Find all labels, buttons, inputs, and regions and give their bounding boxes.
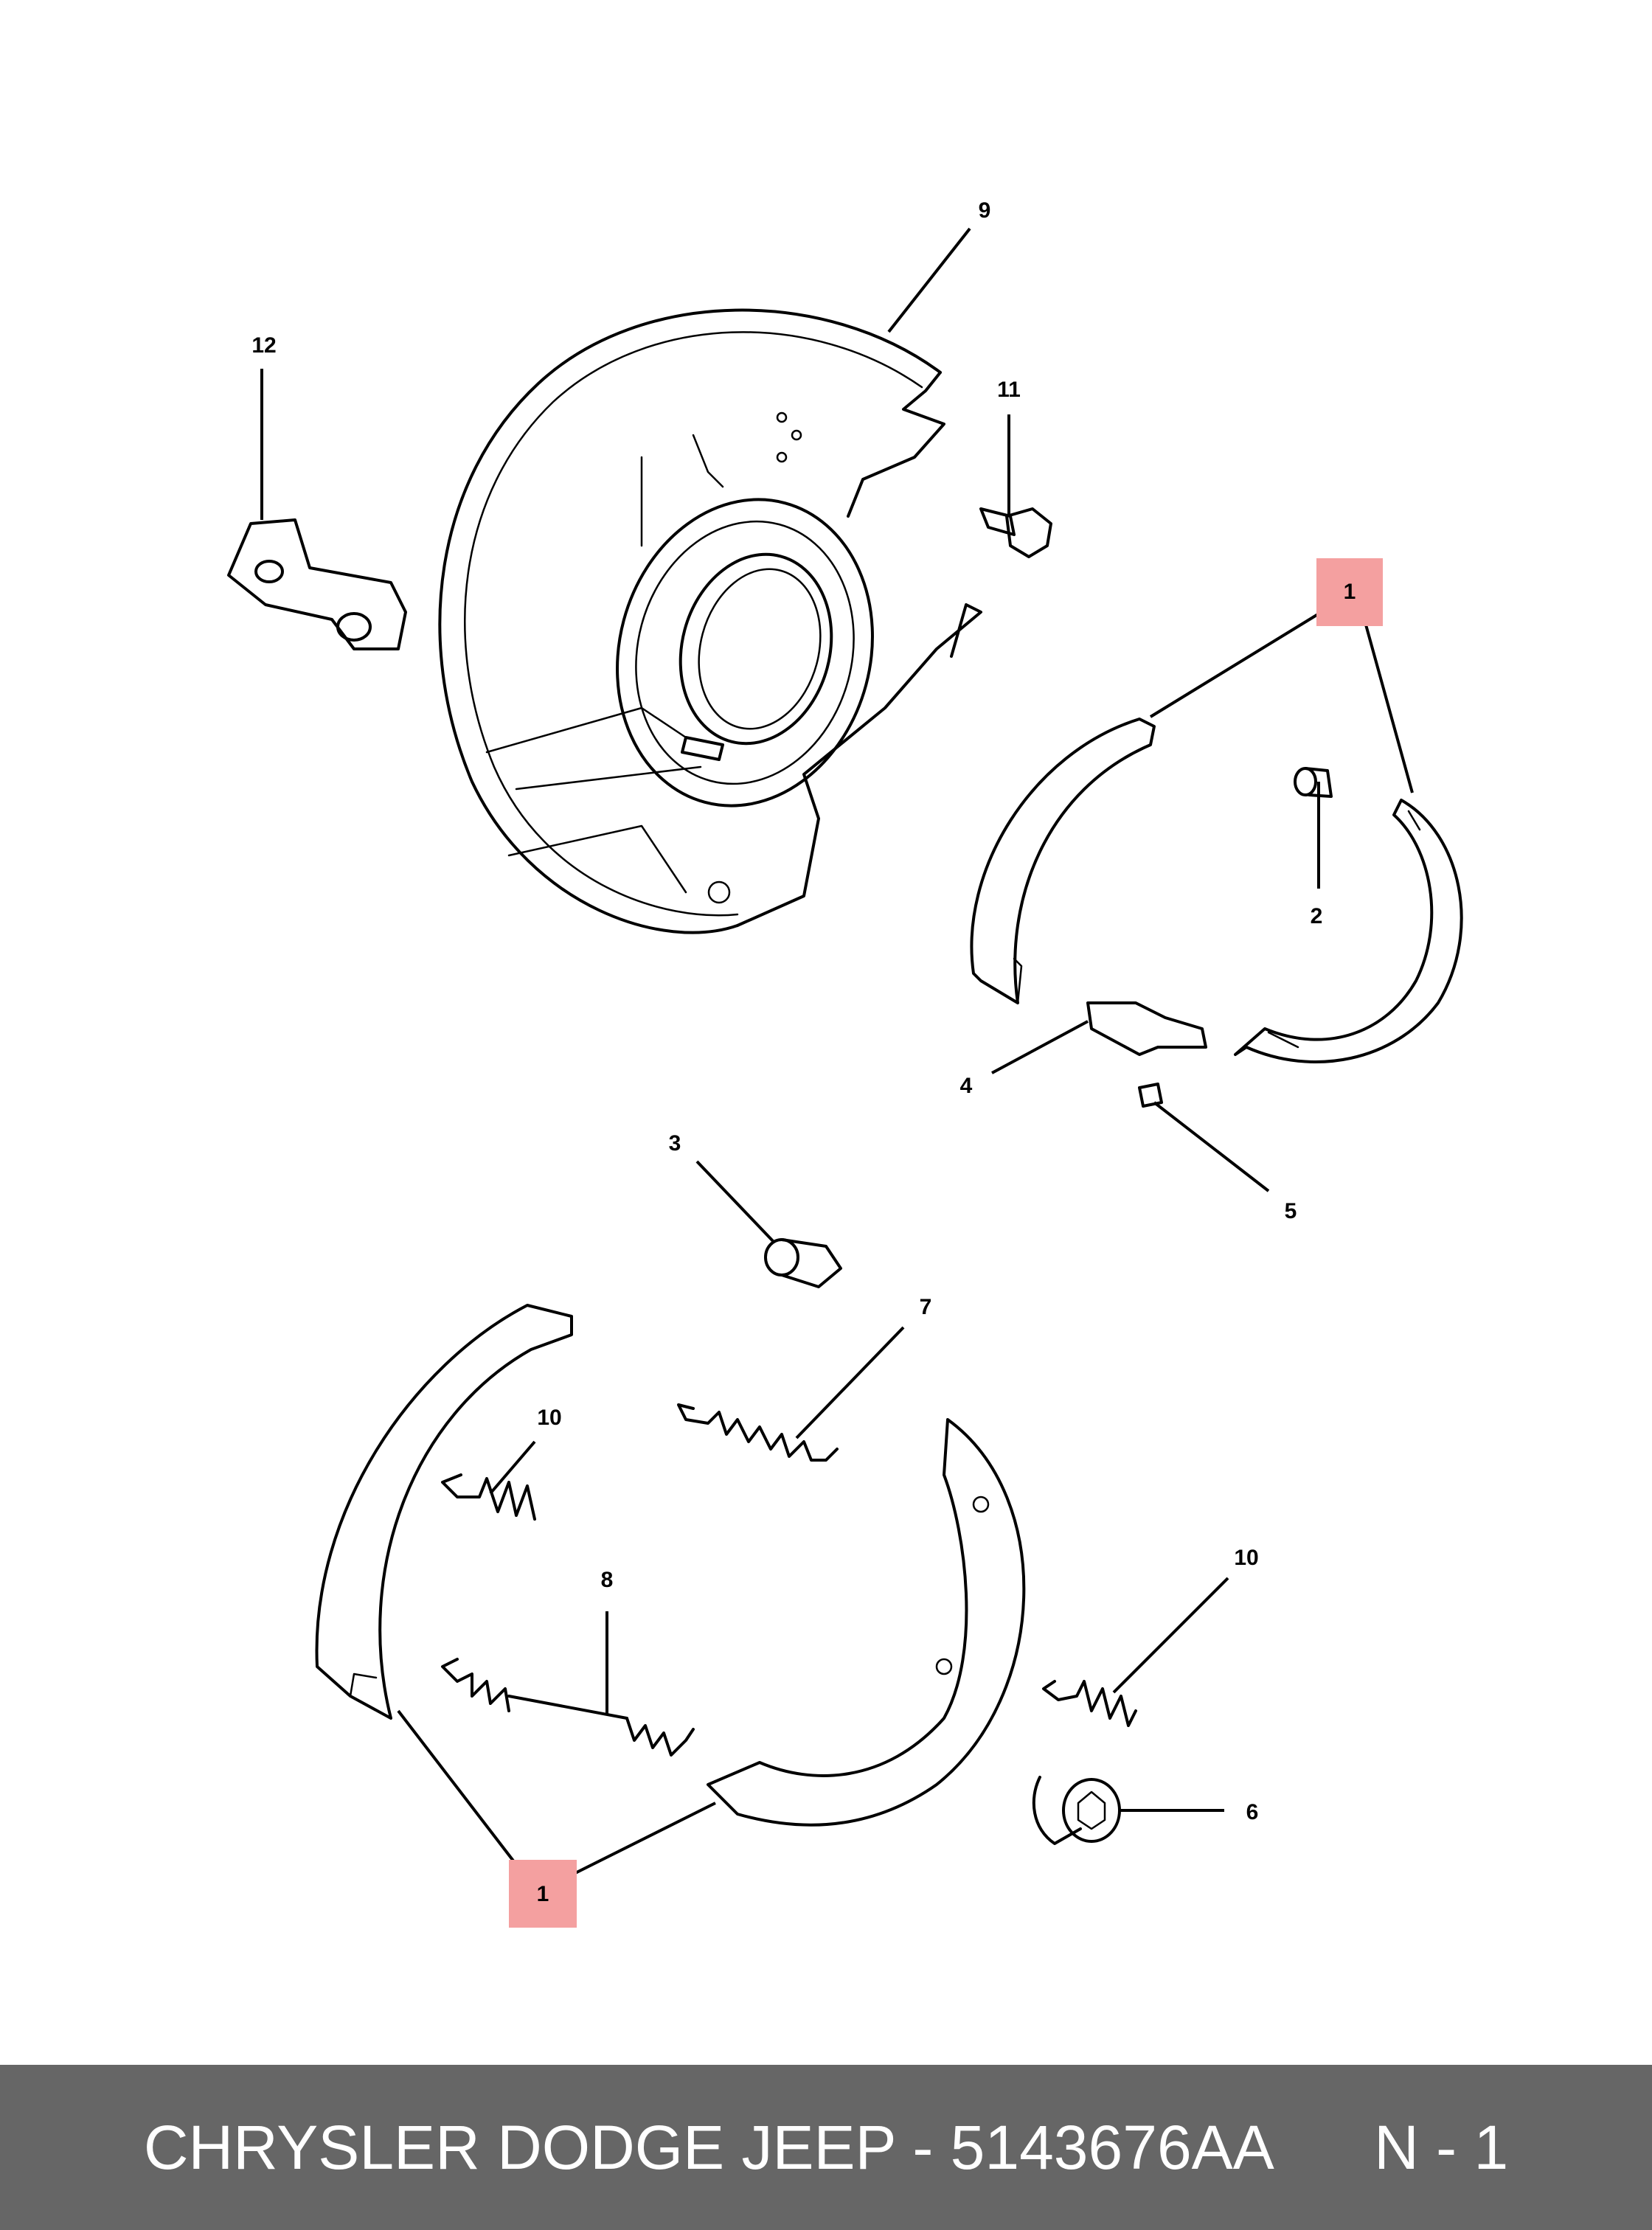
bushing-part-2: [1294, 767, 1333, 798]
spring-part-7: [677, 1403, 839, 1462]
callout-6: 6: [1246, 1800, 1259, 1824]
exploded-parts-diagram: 1 1 2 3 4 5 6 7 8 9 10 10 11 12: [227, 198, 1463, 1928]
callout-5: 5: [1285, 1199, 1297, 1223]
callout-1-bottom: 1: [537, 1882, 549, 1906]
brake-shoe-lower-right-part-1: [707, 1418, 1026, 1827]
bolt-part-11: [979, 507, 1052, 558]
plug-part-6: [1032, 1776, 1121, 1845]
spring-part-8: [441, 1658, 695, 1757]
callout-12: 12: [251, 333, 276, 358]
callout-9: 9: [979, 198, 991, 223]
adjuster-part-4: [1086, 1001, 1207, 1056]
callout-highlight-1-bottom: [509, 1860, 577, 1928]
callout-10-right: 10: [1234, 1546, 1258, 1570]
callout-4: 4: [960, 1074, 973, 1098]
brake-shoe-upper-right-part-1: [1234, 799, 1463, 1063]
brake-shoe-lower-left-part-1: [315, 1304, 573, 1720]
footer-label: CHRYSLER DODGE JEEP - 5143676AA N - 1: [144, 2112, 1508, 2184]
callout-7: 7: [920, 1295, 932, 1319]
callout-2: 2: [1311, 904, 1323, 928]
leader-lines: [260, 227, 1414, 1875]
callout-11: 11: [997, 378, 1021, 402]
bracket-part-12: [227, 518, 407, 650]
spring-part-10-left: [441, 1473, 536, 1521]
spring-part-10-right: [1042, 1680, 1137, 1727]
callout-1-top: 1: [1344, 580, 1356, 604]
callout-10-left: 10: [537, 1406, 561, 1430]
callout-8: 8: [601, 1568, 614, 1592]
callout-highlight-1-top: [1316, 558, 1383, 626]
footer-part-number: CHRYSLER DODGE JEEP - 5143676AA: [143, 2112, 1271, 2182]
backing-plate-part-9: [438, 308, 982, 934]
pin-part-3: [764, 1238, 842, 1288]
clip-part-5: [1138, 1083, 1163, 1108]
footer-bar: CHRYSLER DODGE JEEP - 5143676AA N - 1: [0, 2065, 1652, 2230]
callout-3: 3: [669, 1131, 681, 1156]
brake-shoe-upper-left-part-1: [970, 718, 1156, 1004]
footer-page-ref: N - 1: [1374, 2112, 1509, 2182]
